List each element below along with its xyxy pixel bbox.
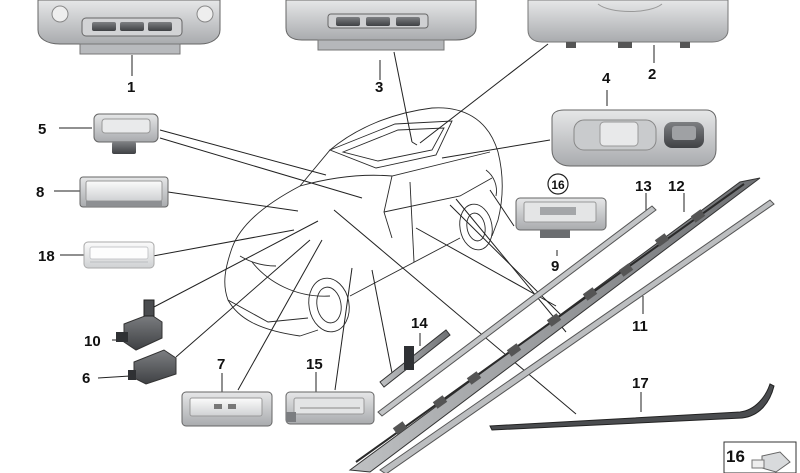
part-9-boot-light — [516, 198, 606, 238]
part-4-rear-interior-light — [552, 110, 716, 166]
callout-12: 12 — [668, 178, 685, 195]
callout-3: 3 — [375, 79, 383, 96]
part-10-sensor — [116, 300, 162, 350]
part-8-glovebox-light — [80, 177, 168, 207]
callout-18: 18 — [38, 248, 55, 265]
part-18-led-light — [84, 242, 154, 268]
callout-5: 5 — [38, 121, 46, 138]
callout-8: 8 — [36, 184, 44, 201]
callout-16-circled-text: 16 — [551, 178, 565, 192]
part-14-light-guide — [380, 330, 450, 387]
part-5-vanity-light — [94, 114, 158, 154]
callout-4: 4 — [602, 70, 611, 87]
callout-9: 9 — [551, 258, 559, 275]
callout-1: 1 — [127, 79, 135, 96]
callout-14: 14 — [411, 315, 428, 332]
part-6-switch — [128, 350, 176, 384]
callout-17: 17 — [632, 375, 649, 392]
callout-13: 13 — [635, 178, 652, 195]
callout-6: 6 — [82, 370, 90, 387]
part-1-front-overhead-console — [38, 0, 220, 54]
callout-10: 10 — [84, 333, 101, 350]
part-15-footwell-light — [286, 392, 374, 424]
callout-16-circled: 16 — [548, 174, 568, 194]
part-3-roof-console — [286, 0, 476, 50]
callout-11: 11 — [632, 318, 648, 335]
part-7-door-light — [182, 392, 272, 426]
callout-7: 7 — [217, 356, 225, 373]
callout-16-box: 16 — [726, 447, 745, 466]
car-body-outline — [225, 108, 502, 336]
callout-2: 2 — [648, 66, 656, 83]
callout-15: 15 — [306, 356, 323, 373]
part-2-rear-reading-light — [528, 0, 728, 48]
